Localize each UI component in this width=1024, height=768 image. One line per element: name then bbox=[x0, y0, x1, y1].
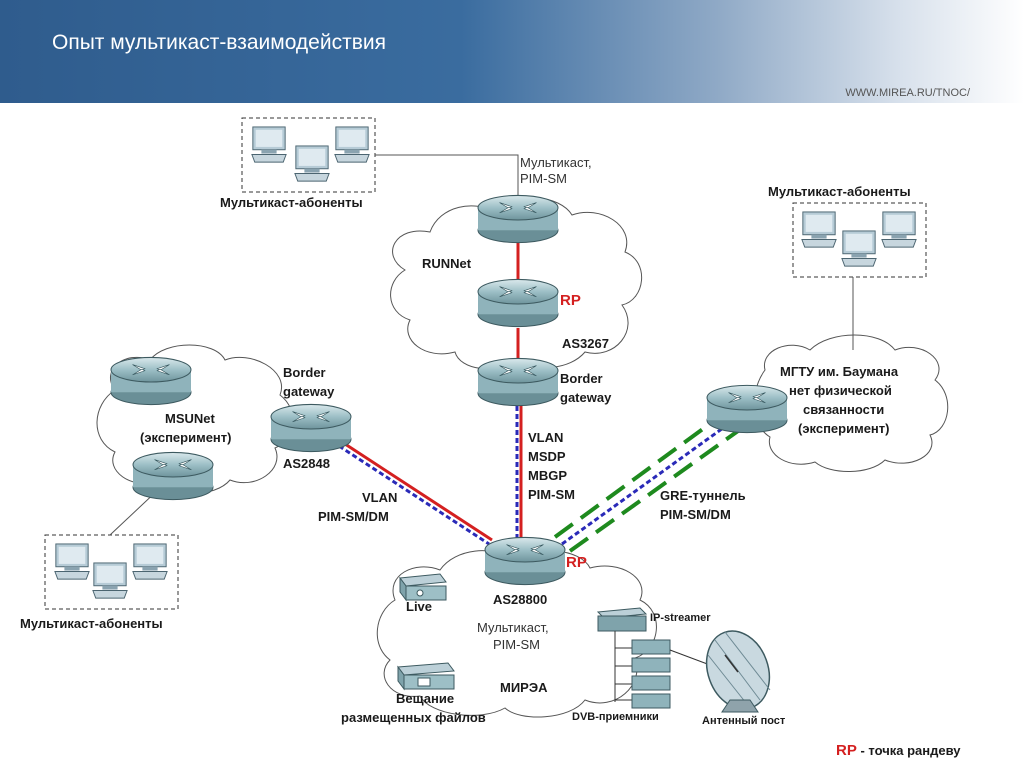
label-ip-streamer: IP-streamer bbox=[650, 612, 711, 624]
label-border-right-2: gateway bbox=[560, 390, 612, 405]
bmstu-cloud bbox=[753, 334, 949, 472]
router-runnet-top bbox=[477, 194, 559, 244]
legend-rp: RP bbox=[836, 742, 857, 759]
dvb-receivers-stack bbox=[614, 631, 711, 709]
subscribers-group-right bbox=[792, 202, 927, 278]
label-pim-sm: PIM-SM bbox=[528, 487, 575, 502]
legend: RP - точка рандеву bbox=[836, 742, 961, 759]
site-url: WWW.MIREA.RU/TNOC/ bbox=[845, 87, 970, 99]
label-mirea-mc: Мультикаст, bbox=[477, 620, 549, 635]
label-border-left-2: gateway bbox=[283, 384, 335, 399]
label-as28800: AS28800 bbox=[493, 592, 547, 607]
file-broadcast-icon bbox=[397, 662, 455, 691]
label-subscribers-top: Мультикаст-абоненты bbox=[220, 195, 363, 210]
router-msunet-bottom bbox=[132, 451, 214, 501]
label-border-right-1: Border bbox=[560, 371, 603, 386]
label-as2848: AS2848 bbox=[283, 456, 330, 471]
label-dvb: DVB-приемники bbox=[572, 711, 659, 723]
label-vlan-left: VLAN bbox=[362, 490, 397, 505]
live-camera-icon bbox=[399, 573, 447, 602]
link-runnet-mirea bbox=[515, 406, 523, 540]
label-bmstu-1: МГТУ им. Баумана bbox=[780, 364, 899, 379]
label-runnet-pim: PIM-SM bbox=[520, 171, 567, 186]
label-as3267: AS3267 bbox=[562, 336, 609, 351]
label-runnet-mc: Мультикаст, bbox=[520, 155, 592, 170]
label-gre-pim: PIM-SM/DM bbox=[660, 507, 731, 522]
label-msdp: MSDP bbox=[528, 449, 566, 464]
label-mirea: МИРЭА bbox=[500, 680, 548, 695]
page-title: Опыт мультикаст-взаимодействия bbox=[52, 31, 386, 54]
label-runnet: RUNNet bbox=[422, 256, 472, 271]
label-border-left-1: Border bbox=[283, 365, 326, 380]
link-msunet-mirea bbox=[338, 440, 493, 546]
label-pim-left: PIM-SM/DM bbox=[318, 509, 389, 524]
label-vlan: VLAN bbox=[528, 430, 563, 445]
subscribers-group-top bbox=[241, 117, 376, 193]
router-mirea-center bbox=[484, 536, 566, 586]
label-mbgp: MBGP bbox=[528, 468, 567, 483]
label-msunet-exp: (эксперимент) bbox=[140, 430, 231, 445]
label-broadcast-1: Вещание bbox=[396, 691, 454, 706]
router-runnet-rp bbox=[477, 278, 559, 328]
router-bmstu bbox=[706, 384, 788, 434]
label-subscribers-right: Мультикаст-абоненты bbox=[768, 184, 911, 199]
label-rp-center: RP bbox=[566, 554, 587, 571]
label-bmstu-2: нет физической bbox=[789, 383, 892, 398]
label-msunet: MSUNet bbox=[165, 411, 216, 426]
router-msunet-border bbox=[270, 403, 352, 453]
label-bmstu-4: (эксперимент) bbox=[798, 421, 889, 436]
label-live: Live bbox=[406, 599, 432, 614]
label-bmstu-3: связанности bbox=[803, 402, 884, 417]
label-subscribers-left: Мультикаст-абоненты bbox=[20, 616, 163, 631]
label-broadcast-2: размещенных файлов bbox=[341, 710, 486, 725]
router-runnet-border bbox=[477, 357, 559, 407]
label-antenna: Антенный пост bbox=[702, 715, 786, 727]
header-bar: Опыт мультикаст-взаимодействия bbox=[0, 0, 1024, 103]
label-mirea-pim: PIM-SM bbox=[493, 637, 540, 652]
legend-text: - точка рандеву bbox=[857, 743, 961, 758]
satellite-antenna-icon bbox=[705, 630, 771, 713]
label-gre: GRE-туннель bbox=[660, 488, 746, 503]
router-msunet-top bbox=[110, 356, 192, 406]
link-gre-tunnel bbox=[553, 413, 740, 553]
subscribers-group-left bbox=[44, 534, 179, 610]
ip-streamer-icon bbox=[596, 607, 648, 632]
label-rp-top: RP bbox=[560, 292, 581, 309]
